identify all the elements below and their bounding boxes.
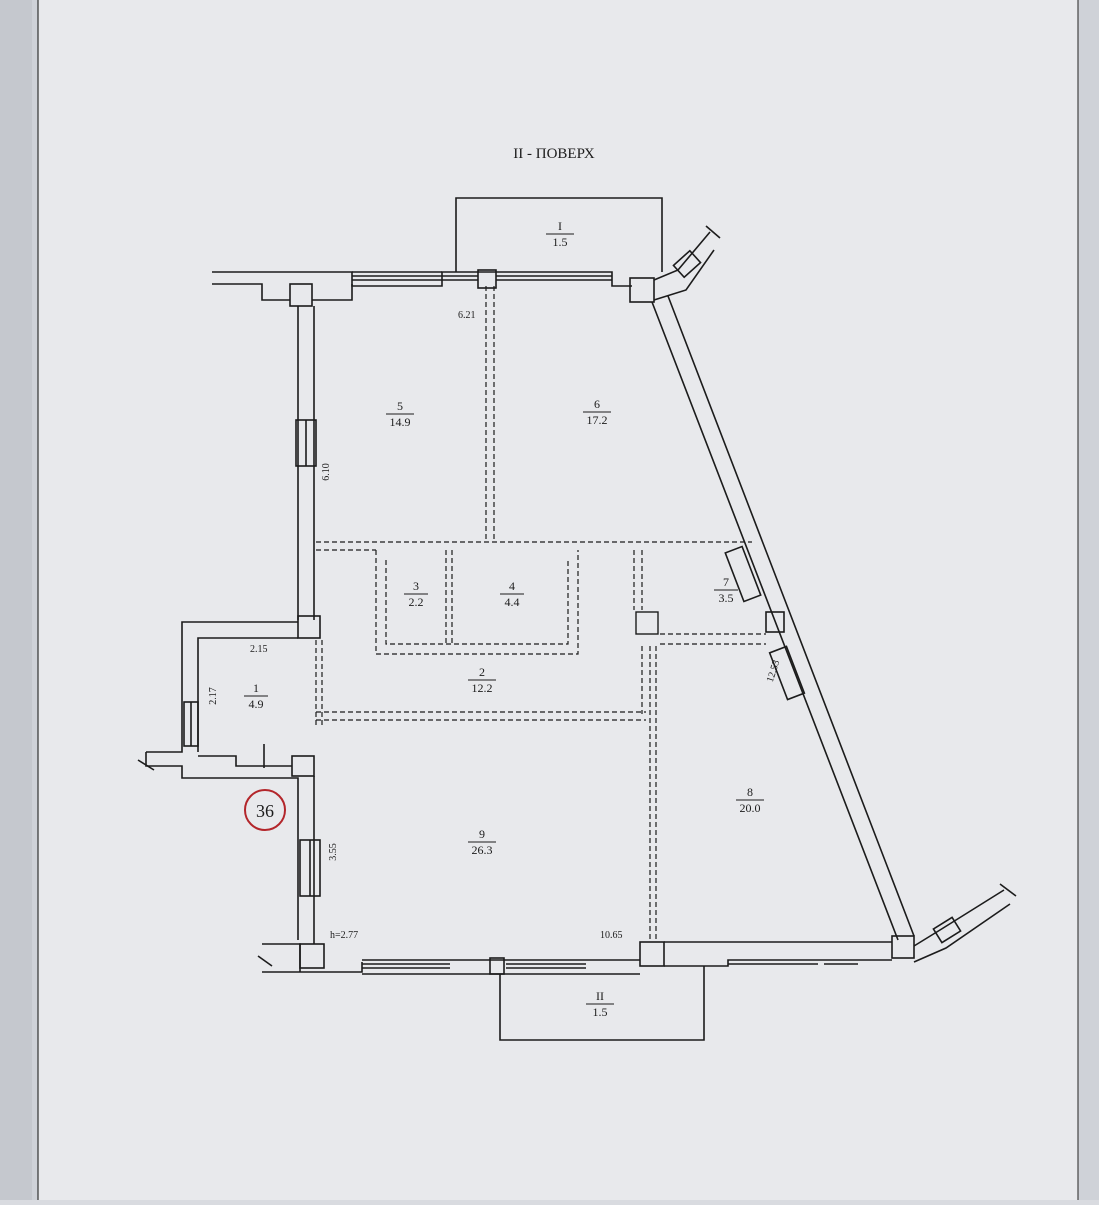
room-labels: 1 4.9 2 12.2 3 2.2 4 4.4 5 14.9 6 17.2 7… — [244, 219, 764, 1019]
dim-left-wall-lower: 3.55 — [328, 843, 339, 861]
top-right-stub-window — [672, 249, 702, 279]
bottom-wall-right — [664, 941, 892, 967]
room-8-area: 20.0 — [740, 801, 761, 815]
room-8-number: 8 — [747, 785, 753, 799]
balcony-i-outline — [455, 197, 663, 272]
top-left-stub — [212, 283, 290, 301]
stamp-number: 36 — [256, 801, 274, 821]
room-3-number: 3 — [413, 579, 419, 593]
stamp-circle — [244, 789, 286, 831]
room-4-area: 4.4 — [505, 595, 520, 609]
floor-title: II - ПОВЕРХ — [513, 146, 595, 162]
room-5-area: 14.9 — [390, 415, 411, 429]
partitions — [315, 286, 766, 940]
top-right-column — [629, 277, 655, 303]
room-7-number: 7 — [723, 575, 729, 589]
balcony-i-number: I — [558, 219, 562, 233]
left-margin — [0, 0, 32, 1200]
dim-top-inner: 6.21 — [458, 310, 476, 321]
dim-left-wall-upper: 6.10 — [321, 463, 332, 481]
partition-core — [375, 550, 579, 655]
top-left-column — [289, 283, 313, 307]
top-column — [477, 269, 497, 289]
right-window-upper — [724, 545, 762, 603]
bottom-right-column — [891, 935, 915, 959]
right-diagonal-wall — [651, 295, 915, 941]
room-2-number: 2 — [479, 665, 485, 679]
right-middle-column — [765, 611, 785, 633]
room-7-area: 3.5 — [719, 591, 734, 605]
bottom-mid-column — [639, 941, 665, 967]
ceiling-height: h=2.77 — [330, 930, 358, 941]
balcony-i-area: 1.5 — [553, 235, 568, 249]
right-window-lower — [768, 645, 806, 701]
room-4-number: 4 — [509, 579, 515, 593]
room-1-area: 4.9 — [249, 697, 264, 711]
balcony-ii-outline — [499, 966, 705, 1041]
top-right-break — [705, 225, 721, 239]
partition-5-6 — [485, 286, 495, 540]
partition-8-left — [641, 646, 657, 940]
left-middle-column — [297, 615, 321, 639]
partition-1-2 — [315, 640, 323, 728]
walls — [137, 197, 1017, 1041]
bottom-right-stub-window — [932, 916, 962, 944]
bottom-right-break — [999, 883, 1017, 897]
core-column — [635, 611, 659, 635]
left-wall-upper — [297, 306, 315, 620]
dim-left-wing-width: 2.15 — [250, 644, 268, 655]
top-wall-outer — [212, 271, 632, 287]
room-5-number: 5 — [397, 399, 403, 413]
dim-bottom-wall: 10.65 — [600, 930, 623, 941]
room-2-area: 12.2 — [472, 681, 493, 695]
room-3-area: 2.2 — [409, 595, 424, 609]
bottom-left-break — [257, 955, 273, 967]
left-break — [137, 759, 155, 771]
bottom-right-stub — [913, 889, 1011, 963]
room-6-area: 17.2 — [587, 413, 608, 427]
room-1-number: 1 — [253, 681, 259, 695]
room-9-number: 9 — [479, 827, 485, 841]
left-lower-column — [291, 755, 315, 777]
dim-left-wing-depth: 2.17 — [208, 687, 219, 705]
partition-7-bottom — [660, 633, 766, 645]
partition-upper-horizontal — [316, 541, 752, 551]
room-9-area: 26.3 — [472, 843, 493, 857]
bottom-left-column — [299, 943, 325, 969]
balcony-ii-number: II — [596, 989, 604, 1003]
page-stamp: 36 — [244, 789, 286, 831]
partition-7-left — [633, 550, 643, 610]
top-wall-inner-left — [312, 284, 353, 301]
paper-sheet — [38, 0, 1078, 1200]
bottom-column-small — [489, 957, 505, 975]
balcony-ii-area: 1.5 — [593, 1005, 608, 1019]
partition-2-9 — [316, 711, 646, 721]
room-6-number: 6 — [594, 397, 600, 411]
